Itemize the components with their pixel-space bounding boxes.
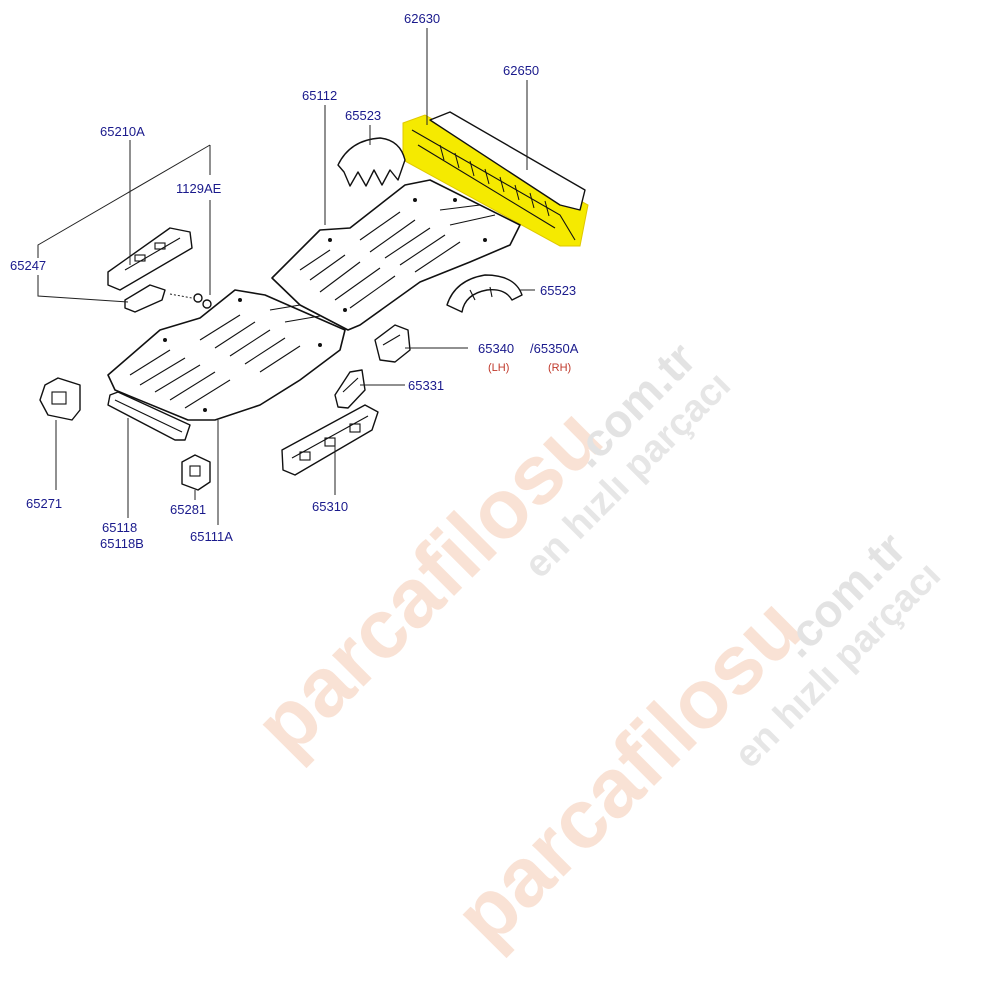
label-65210A: 65210A xyxy=(100,124,145,139)
small-bracket-outline xyxy=(124,284,166,313)
label-65331: 65331 xyxy=(408,378,444,393)
part-65111A-front-floor[interactable] xyxy=(107,289,346,441)
part-labels: 62630 62650 65112 65523 65210A 1129AE 65… xyxy=(10,11,579,551)
part-65281[interactable] xyxy=(181,454,211,491)
label-65310: 65310 xyxy=(312,499,348,514)
part-65281-outline xyxy=(181,454,211,491)
label-65111A: 65111A xyxy=(190,529,233,544)
watermark-brand-2: parcafilosu xyxy=(436,579,819,962)
front-floor-outline xyxy=(107,289,346,421)
front-floor-slots xyxy=(129,298,322,412)
part-65271-outline xyxy=(39,377,81,421)
part-65340-outline xyxy=(374,324,411,363)
label-65523-top: 65523 xyxy=(345,108,381,123)
part-65331-outline xyxy=(334,369,366,409)
part-65310-outline xyxy=(281,404,379,476)
label-65281: 65281 xyxy=(170,502,206,517)
part-65112-rear-floor[interactable] xyxy=(271,179,521,331)
label-1129AE: 1129AE xyxy=(176,181,222,196)
label-62650: 62650 xyxy=(503,63,539,78)
label-lh: (LH) xyxy=(488,362,509,374)
bolt-icon xyxy=(193,293,203,303)
bolt-icon xyxy=(202,299,212,309)
label-65523-right: 65523 xyxy=(540,283,576,298)
bracket-outline xyxy=(107,227,193,291)
part-62650-outline xyxy=(429,111,586,211)
label-rh: (RH) xyxy=(548,362,571,374)
part-65523-top[interactable] xyxy=(337,137,406,187)
gusset-top-outline xyxy=(337,137,406,187)
label-65271: 65271 xyxy=(26,496,62,511)
rear-floor-outline xyxy=(271,179,521,331)
part-65271[interactable] xyxy=(39,377,81,421)
label-65112: 65112 xyxy=(302,88,337,103)
label-65118B: 65118B xyxy=(100,536,144,551)
part-65247-bracket[interactable] xyxy=(124,284,166,313)
leader-lines xyxy=(37,28,535,525)
part-65331[interactable] xyxy=(334,369,366,409)
part-65523-right[interactable] xyxy=(446,274,523,313)
part-65310[interactable] xyxy=(281,404,379,476)
part-62630-crossmember[interactable] xyxy=(402,111,589,247)
part-65210A-bracket[interactable] xyxy=(107,227,193,291)
label-65350A: /65350A xyxy=(530,341,579,356)
part-65340[interactable] xyxy=(374,324,411,363)
wheel-arch-outline xyxy=(446,274,523,313)
part-1129AE-bolts[interactable] xyxy=(169,293,212,309)
label-65247: 65247 xyxy=(10,258,46,273)
label-62630: 62630 xyxy=(404,11,440,26)
label-65340: 65340 xyxy=(478,341,514,356)
rear-floor-slots xyxy=(299,198,496,312)
label-65118: 65118 xyxy=(102,520,137,535)
crossmember-slots xyxy=(439,144,550,217)
